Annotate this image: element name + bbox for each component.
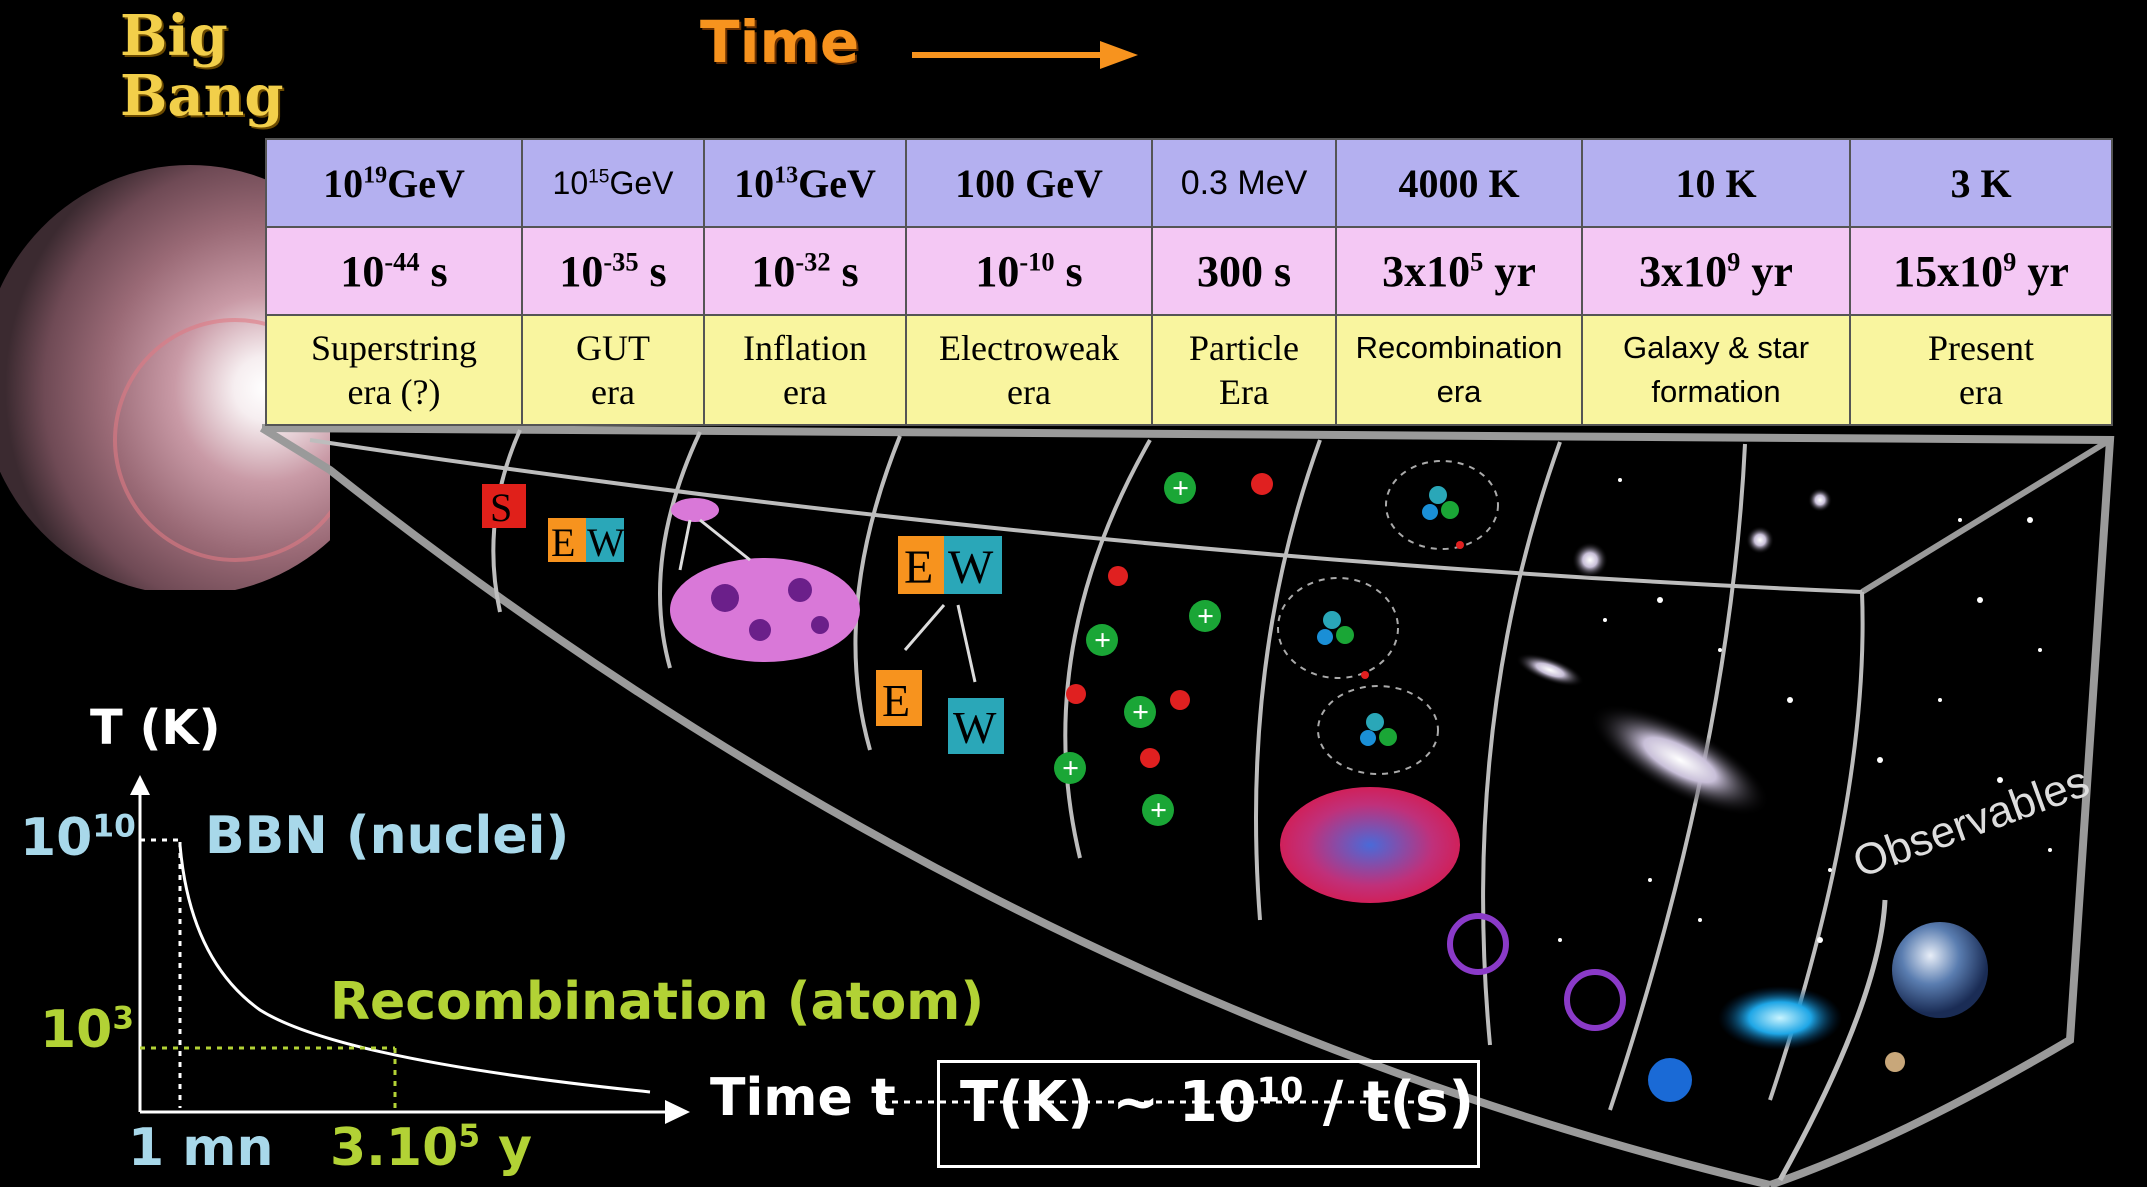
formula-dashed-line [880, 1100, 1430, 1104]
time-cell: 10-32 s [703, 226, 907, 316]
big-bang-line2: Bang [120, 63, 284, 129]
y-tick-top: 1010 [20, 808, 136, 868]
observables-label: Observables [1847, 757, 2096, 888]
time-label: Time [700, 8, 860, 76]
funnel-letter-e: E [551, 520, 575, 565]
svg-text:+: + [1150, 794, 1167, 827]
time-arrow-icon [912, 41, 1138, 69]
time-row: 10-44 s 10-35 s 10-32 s 10-10 s 300 s 3x… [265, 226, 2113, 316]
big-bang-sphere [0, 165, 330, 590]
energy-cell: 4000 K [1335, 138, 1583, 228]
energy-cell: 0.3 MeV [1151, 138, 1337, 228]
time-cell: 300 s [1151, 226, 1337, 316]
formula-text: T(K) ~ 1010 / t(s) [960, 1070, 1475, 1135]
energy-cell: 1015GeV [521, 138, 705, 228]
svg-text:+: + [1094, 624, 1111, 657]
time-cell: 10-35 s [521, 226, 705, 316]
recombination-label: Recombination (atom) [330, 972, 985, 1032]
funnel-letter-w: W [587, 520, 625, 565]
time-cell: 3x105 yr [1335, 226, 1583, 316]
svg-text:+: + [1062, 752, 1079, 785]
time-cell: 10-44 s [265, 226, 523, 316]
x-tick-2: 3.105 y [330, 1118, 533, 1178]
svg-text:+: + [1172, 472, 1189, 505]
energy-cell: 100 GeV [905, 138, 1153, 228]
energy-cell: 10 K [1581, 138, 1851, 228]
svg-text:+: + [1132, 696, 1149, 729]
temperature-graph [130, 775, 690, 1124]
big-bang-label: Big Bang [120, 6, 284, 126]
funnel-letter-w3: W [953, 702, 997, 753]
svg-text:+: + [1197, 600, 1214, 633]
energy-cell: 1013GeV [703, 138, 907, 228]
era-table: 1019GeV 1015GeV 1013GeV 100 GeV 0.3 MeV … [265, 138, 2113, 426]
x-tick-1: 1 mn [128, 1118, 274, 1178]
time-cell: 15x109 yr [1849, 226, 2113, 316]
funnel-letter-w2: W [948, 541, 994, 594]
y-tick-mid: 103 [40, 1000, 135, 1060]
funnel-letter-e3: E [882, 675, 910, 726]
time-cell: 10-10 s [905, 226, 1153, 316]
x-axis-label: Time t [710, 1068, 896, 1128]
energy-cell: 1019GeV [265, 138, 523, 228]
time-cell: 3x109 yr [1581, 226, 1851, 316]
funnel-letter-e2: E [904, 541, 933, 594]
energy-cell: 3 K [1849, 138, 2113, 228]
y-axis-label: T (K) [90, 700, 221, 756]
bbn-label: BBN (nuclei) [205, 806, 570, 866]
formula-box [937, 1060, 1480, 1168]
funnel-letter-s: S [490, 485, 512, 530]
big-bang-line1: Big [120, 3, 228, 69]
energy-row: 1019GeV 1015GeV 1013GeV 100 GeV 0.3 MeV … [265, 138, 2113, 228]
